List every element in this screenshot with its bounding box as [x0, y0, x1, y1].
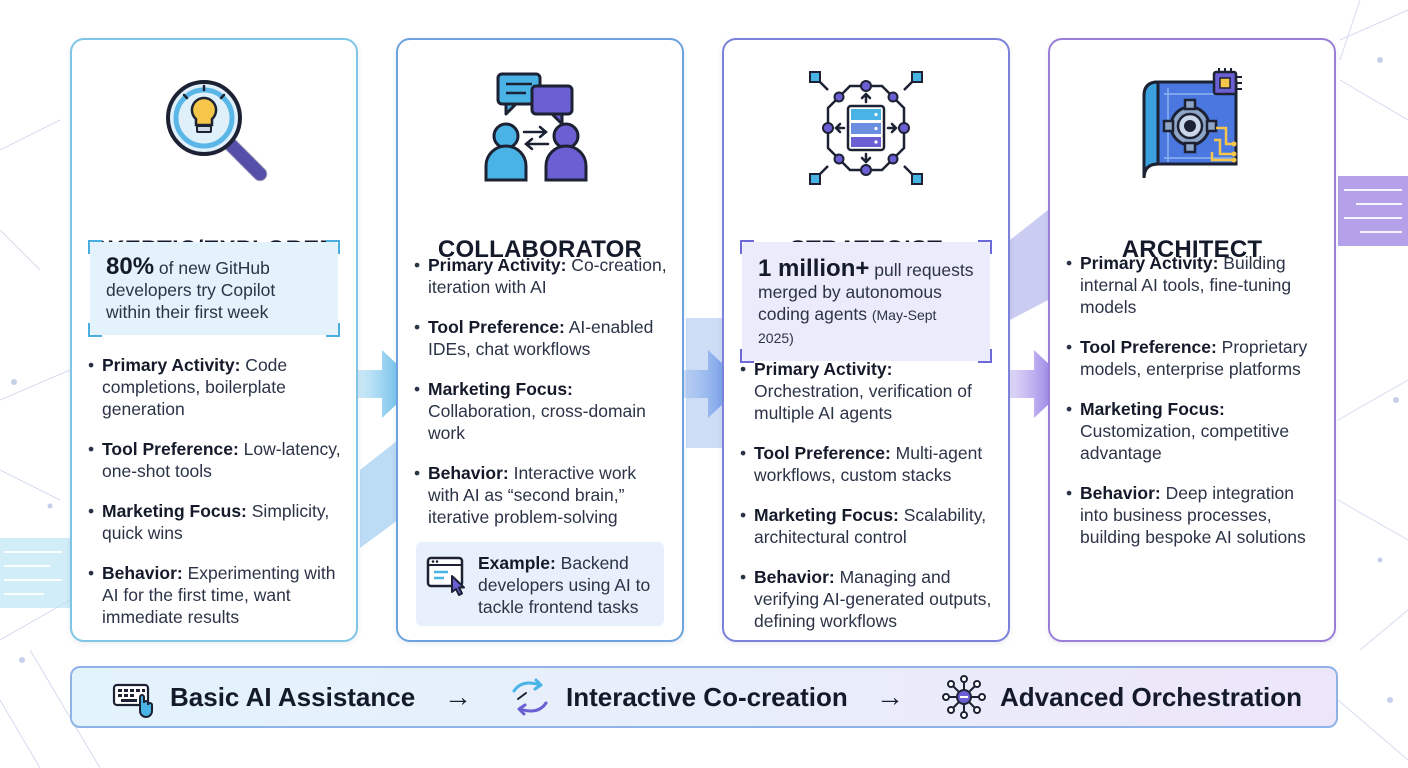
progression-bar: Basic AI Assistance → Interactive Co-cre… [70, 666, 1338, 728]
list-item: Behavior: Experimenting with AI for the … [86, 562, 346, 628]
browser-click-icon [426, 556, 465, 596]
card-collaborator: COLLABORATOR Primary Activity: Co-creati… [396, 38, 684, 642]
network-hub-icon [942, 675, 986, 719]
card-skeptic-explorer: SKEPTIC/EXPLORER 80% of new GitHub devel… [70, 38, 358, 642]
stat-highlight: 80% [106, 253, 155, 280]
stat-callout: 1 million+ pull requests merged by auton… [740, 240, 992, 363]
blueprint-gear-chip-icon [1142, 68, 1242, 179]
attribute-list: Primary Activity: Building internal AI t… [1064, 252, 1324, 566]
list-item: Primary Activity: Building internal AI t… [1064, 252, 1324, 318]
list-item: Tool Preference: Low-latency, one-shot t… [86, 438, 346, 482]
example-text: Backend developers using AI to tackle fr… [478, 553, 651, 617]
attribute-list: Primary Activity: Code completions, boil… [86, 354, 346, 646]
stat-highlight: 1 million+ [758, 255, 870, 282]
list-item: Marketing Focus: Customization, competit… [1064, 398, 1324, 464]
list-item: Behavior: Interactive work with AI as “s… [412, 462, 672, 528]
keyboard-hand-icon [112, 683, 153, 718]
list-item: Behavior: Managing and verifying AI-gene… [738, 566, 998, 632]
list-item: Tool Preference: AI-enabled IDEs, chat w… [412, 316, 672, 360]
list-item: Tool Preference: Proprietary models, ent… [1064, 336, 1324, 380]
list-item: Marketing Focus: Collaboration, cross-do… [412, 378, 672, 444]
stage-arrow-1: → [444, 681, 472, 712]
stage-label: Advanced Orchestration [1000, 681, 1302, 712]
card-strategist: STRATEGIST 1 million+ pull requests merg… [722, 38, 1010, 642]
attribute-list: Primary Activity: Co-creation, iteration… [412, 254, 672, 546]
stat-callout: 80% of new GitHub developers try Copilot… [88, 240, 340, 337]
people-chat-icon [484, 72, 588, 182]
list-item: Primary Activity: Code completions, boil… [86, 354, 346, 420]
stage-advanced-orchestration: Advanced Orchestration [942, 668, 1302, 726]
magnifier-lightbulb-icon [166, 80, 268, 182]
server-network-icon [809, 71, 923, 185]
list-item: Marketing Focus: Simplicity, quick wins [86, 500, 346, 544]
example-label: Example: [478, 553, 556, 573]
list-item: Behavior: Deep integration into business… [1064, 482, 1324, 548]
stat-date-note: (May-Sept 2025) [758, 307, 937, 346]
stage-basic-ai-assistance: Basic AI Assistance [112, 668, 415, 726]
list-item: Primary Activity: Orchestration, verific… [738, 358, 998, 424]
stat-text: of new GitHub developers try Copilot wit… [106, 258, 276, 322]
attribute-list: Primary Activity: Orchestration, verific… [738, 358, 998, 650]
stage-interactive-co-creation: Interactive Co-creation [508, 668, 848, 726]
sync-arrows-icon [512, 678, 548, 716]
stage-label: Basic AI Assistance [170, 681, 416, 712]
list-item: Marketing Focus: Scalability, architectu… [738, 504, 998, 548]
stat-text: pull requests merged by autonomous codin… [758, 260, 974, 324]
example-callout: Example: Backend developers using AI to … [416, 542, 664, 626]
stage-arrow-2: → [876, 681, 904, 712]
card-architect: ARCHITECT Primary Activity: Building int… [1048, 38, 1336, 642]
stage-label: Interactive Co-creation [566, 681, 848, 712]
list-item: Tool Preference: Multi-agent workflows, … [738, 442, 998, 486]
list-item: Primary Activity: Co-creation, iteration… [412, 254, 672, 298]
